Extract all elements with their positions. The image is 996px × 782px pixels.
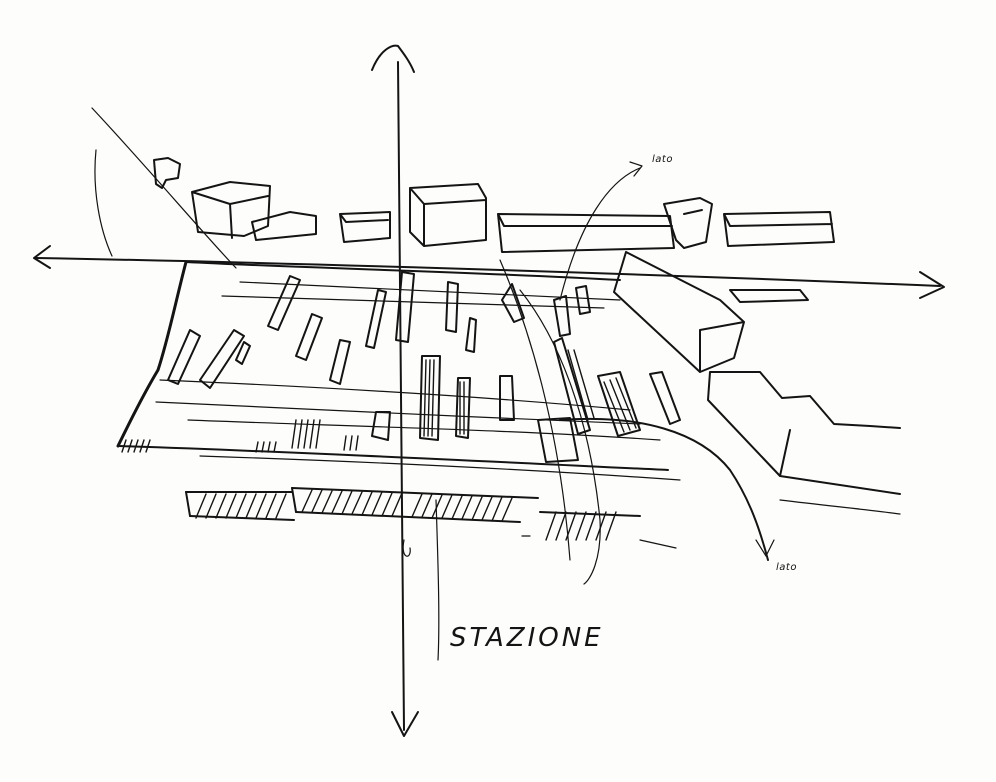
station-label: STAZIONE bbox=[450, 623, 604, 653]
train-carriages bbox=[167, 271, 681, 463]
axis-curl-mark bbox=[402, 539, 411, 557]
diagonal-guide-line bbox=[91, 107, 237, 269]
right-building-blocks bbox=[613, 251, 901, 515]
bottom-right-note: lato bbox=[776, 562, 797, 573]
horizontal-axis-arrow bbox=[33, 245, 945, 299]
left-edge-curve bbox=[94, 149, 113, 257]
platform-hatching bbox=[121, 349, 637, 453]
top-right-note: lato bbox=[652, 154, 673, 165]
station-front-hatching bbox=[185, 487, 677, 549]
secondary-vertical-line bbox=[435, 499, 440, 661]
track-field bbox=[116, 161, 775, 585]
background-buildings bbox=[153, 157, 835, 303]
